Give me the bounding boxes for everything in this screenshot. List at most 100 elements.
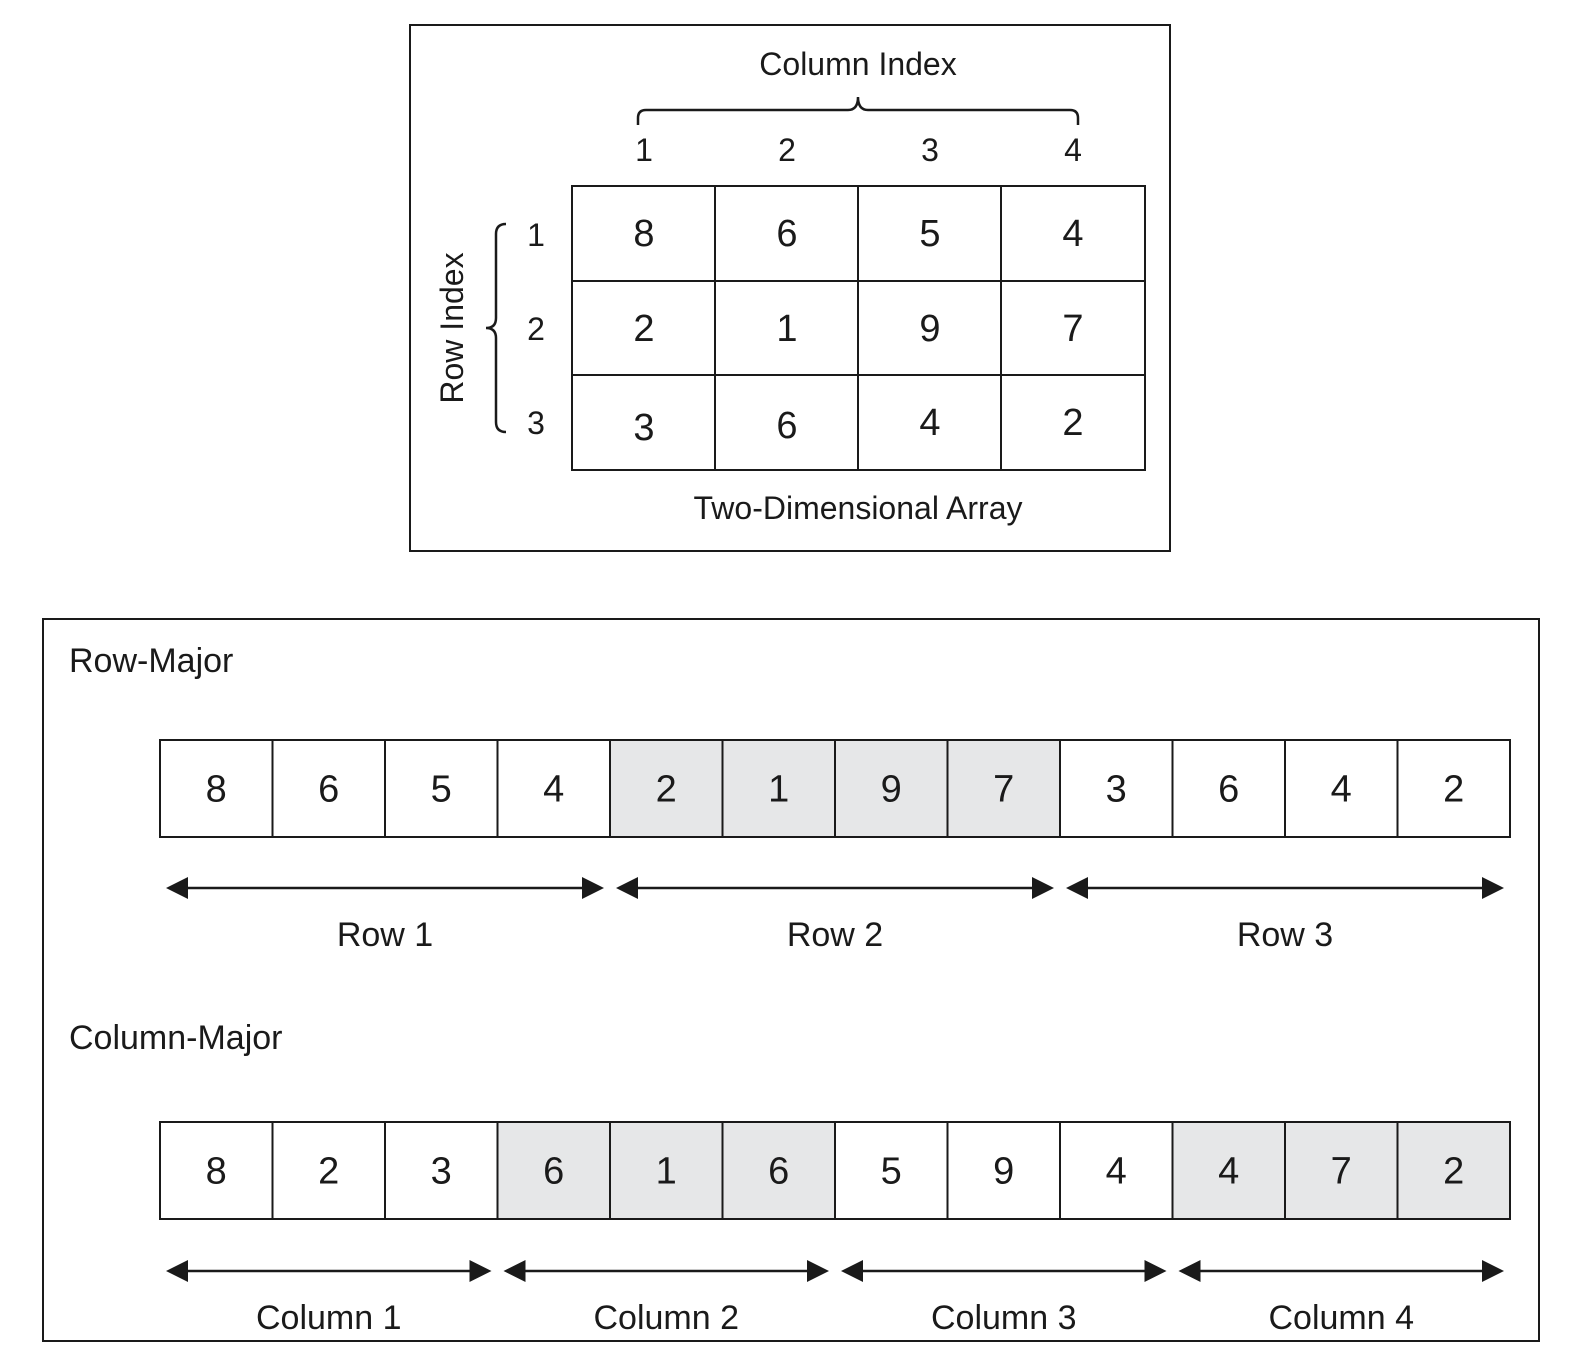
column-index-number: 4 — [1064, 132, 1082, 168]
matrix-cell: 7 — [1062, 308, 1083, 350]
memory-cell-value: 2 — [1443, 769, 1464, 811]
range-label: Column 2 — [593, 1299, 739, 1337]
memory-cell-value: 2 — [318, 1151, 339, 1193]
arrowhead-right-icon — [469, 1260, 492, 1282]
memory-cell-value: 4 — [543, 769, 564, 811]
memory-cell-value: 4 — [1331, 769, 1352, 811]
memory-cell — [1396, 1121, 1511, 1220]
range-label: Column 4 — [1268, 1299, 1414, 1337]
memory-cell-value: 8 — [206, 1151, 227, 1193]
matrix-cell: 2 — [633, 308, 654, 350]
arrowhead-left-icon — [616, 877, 638, 899]
row-major-ranges: Row 1 Row 2 Row 3 — [166, 877, 1504, 954]
memory-cell-value: 5 — [881, 1151, 902, 1193]
memory-cell — [609, 739, 724, 838]
memory-cell-value: 6 — [1218, 769, 1239, 811]
memory-cell-value: 7 — [1331, 1151, 1352, 1193]
arrowhead-left-icon — [1066, 877, 1088, 899]
top-panel-frame — [409, 24, 1171, 552]
range-label: Row 3 — [1237, 916, 1333, 954]
range-label: Column 3 — [931, 1299, 1077, 1337]
memory-cell-value: 4 — [1218, 1151, 1239, 1193]
arrowhead-left-icon — [1178, 1260, 1201, 1282]
memory-cell-value: 1 — [768, 769, 789, 811]
memory-cell-value: 6 — [318, 769, 339, 811]
column-index-number: 1 — [635, 132, 653, 168]
arrowhead-right-icon — [807, 1260, 829, 1282]
memory-cell-value: 3 — [431, 1151, 452, 1193]
column-major-ranges: Column 1 Column 2 Column 3 Column 4 — [166, 1260, 1504, 1337]
arrowhead-right-icon — [1482, 1260, 1504, 1282]
memory-cell — [609, 1121, 724, 1220]
matrix-cell: 5 — [919, 213, 940, 255]
row-index-number: 3 — [527, 405, 545, 441]
matrix-cell: 6 — [776, 213, 797, 255]
memory-cell — [496, 739, 611, 838]
range-label: Column 1 — [256, 1299, 402, 1337]
arrowhead-right-icon — [582, 877, 604, 899]
memory-cell-value: 4 — [1106, 1151, 1127, 1193]
memory-cell-value: 6 — [768, 1151, 789, 1193]
memory-cell — [496, 1121, 611, 1220]
column-index-numbers: 1 2 3 4 — [635, 132, 1082, 168]
matrix-cell: 3 — [633, 407, 654, 449]
arrowhead-right-icon — [1032, 877, 1054, 899]
arrowhead-left-icon — [166, 1260, 188, 1282]
matrix-cell: 2 — [1062, 402, 1083, 444]
row-index-label: Row Index — [434, 252, 470, 403]
memory-cell-value: 9 — [993, 1151, 1014, 1193]
memory-cell — [1059, 739, 1174, 838]
arrowhead-left-icon — [841, 1260, 863, 1282]
memory-cell — [384, 1121, 499, 1220]
column-index-number: 2 — [778, 132, 796, 168]
memory-cell-value: 1 — [656, 1151, 677, 1193]
memory-cell-value: 2 — [656, 769, 677, 811]
array-caption: Two-Dimensional Array — [694, 490, 1023, 526]
memory-cell-value: 9 — [881, 769, 902, 811]
arrowhead-right-icon — [1482, 877, 1504, 899]
memory-cell-value: 7 — [993, 769, 1014, 811]
memory-cell — [946, 739, 1061, 838]
row-index-brace — [485, 222, 507, 434]
memory-cell-value: 2 — [1443, 1151, 1464, 1193]
arrowhead-right-icon — [1144, 1260, 1167, 1282]
column-index-label: Column Index — [759, 46, 956, 82]
arrowhead-left-icon — [503, 1260, 526, 1282]
matrix-cell: 4 — [1062, 213, 1083, 255]
memory-cell — [159, 1121, 274, 1220]
matrix-cell: 4 — [919, 402, 940, 444]
column-index-brace — [636, 96, 1080, 125]
range-label: Row 1 — [337, 916, 433, 954]
memory-cell-value: 5 — [431, 769, 452, 811]
bottom-panel-frame — [42, 618, 1540, 1342]
column-index-number: 3 — [921, 132, 939, 168]
memory-cell — [834, 739, 949, 838]
memory-cell — [721, 739, 836, 838]
memory-layout-panel: Row-Major 8 6 5 4 2 1 9 7 3 6 4 2 Row 1 Row 2 Row 3 C… — [42, 618, 1540, 1342]
memory-cell — [1059, 1121, 1174, 1220]
arrowhead-left-icon — [166, 877, 188, 899]
memory-cell — [946, 1121, 1061, 1220]
memory-cell-value: 8 — [206, 769, 227, 811]
matrix-cell: 8 — [633, 213, 654, 255]
row-index-number: 2 — [527, 311, 545, 347]
memory-cell — [1171, 1121, 1286, 1220]
matrix-cell: 1 — [776, 308, 797, 350]
row-major-strip: 8 6 5 4 2 1 9 7 3 6 4 2 — [159, 739, 1511, 838]
matrix-cell: 6 — [776, 405, 797, 447]
memory-cell — [271, 1121, 386, 1220]
memory-cell — [271, 739, 386, 838]
row-major-label: Row-Major — [69, 642, 233, 680]
memory-cell — [1171, 739, 1286, 838]
column-major-label: Column-Major — [69, 1019, 283, 1057]
memory-cell — [834, 1121, 949, 1220]
memory-cell — [1396, 739, 1511, 838]
matrix-cell: 9 — [919, 308, 940, 350]
range-label: Row 2 — [787, 916, 883, 954]
memory-cell-value: 3 — [1106, 769, 1127, 811]
row-index-numbers: 1 2 3 — [527, 217, 545, 441]
row-index-number: 1 — [527, 217, 545, 253]
memory-cell — [1284, 1121, 1399, 1220]
